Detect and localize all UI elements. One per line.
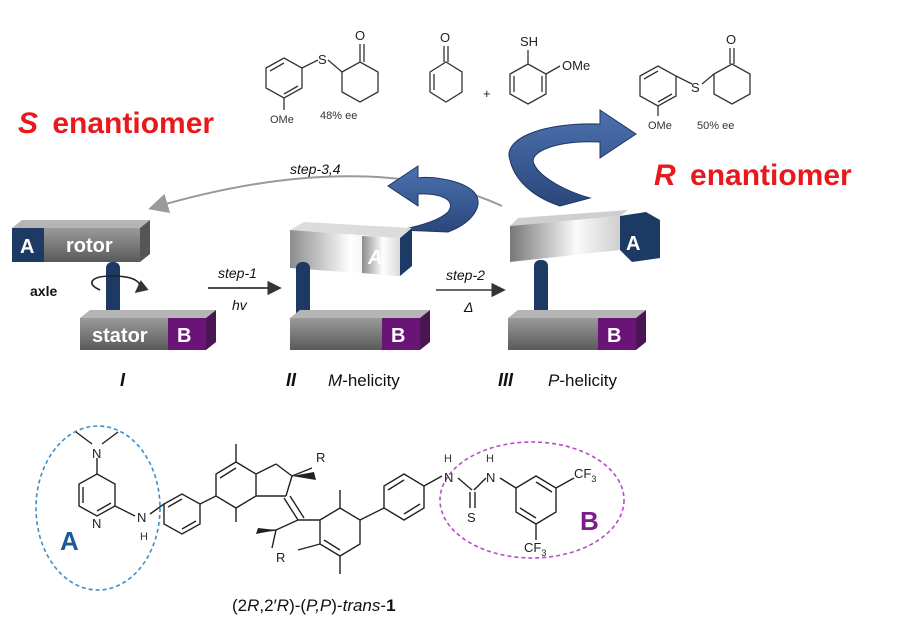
product-s-sulfur: S xyxy=(318,52,327,67)
motor-III-helicity: P-helicity xyxy=(548,371,617,390)
unit-b-label: B xyxy=(580,506,599,536)
unit-a-label: A xyxy=(60,526,79,556)
amine-hydrogen: H xyxy=(140,531,148,543)
r-group-bottom: R xyxy=(276,550,285,565)
motor-II-helicity: M-helicity xyxy=(328,371,400,390)
wedge-bond-top xyxy=(292,472,316,480)
r-enantiomer-title: R enantiomer xyxy=(654,159,852,192)
motor-III: A B III P-helicity xyxy=(498,210,660,390)
cyclohexenone-structure xyxy=(429,46,463,103)
cyclohexenone-oxygen: O xyxy=(440,30,450,45)
step-3-4-label: step-3,4 xyxy=(290,161,341,177)
unit-b-highlight xyxy=(439,441,625,559)
rotor-a-block xyxy=(12,228,44,262)
motor-III-label-b: B xyxy=(607,325,621,347)
motor-I-label-b: B xyxy=(177,325,191,347)
axle-label: axle xyxy=(30,283,57,299)
product-s-structure xyxy=(265,44,379,110)
axle-rotation-icon xyxy=(91,275,149,294)
motor-I-label-a: A xyxy=(20,236,34,258)
stator-b-block xyxy=(168,318,206,350)
motor-II-axle xyxy=(296,262,310,320)
step-1-label: step-1 xyxy=(218,265,257,281)
product-r-structure xyxy=(639,48,751,116)
product-r-ome: OMe xyxy=(648,120,672,132)
product-r-oxygen: O xyxy=(726,32,736,47)
motor-II-number: II xyxy=(286,370,297,390)
amine-nitrogen: N xyxy=(137,510,146,525)
nme2-nitrogen: N xyxy=(92,446,101,461)
r-group-top: R xyxy=(316,450,325,465)
stator-label: stator xyxy=(92,325,148,347)
thiourea-n1: N xyxy=(444,470,453,485)
thiourea-n2: N xyxy=(486,470,495,485)
rotor-label: rotor xyxy=(66,235,113,257)
motor-III-number: III xyxy=(498,370,514,390)
thiophenol-ome: OMe xyxy=(562,58,590,73)
motor-III-axle xyxy=(534,260,548,320)
product-r-sulfur: S xyxy=(691,80,700,95)
wedge-bond-bottom xyxy=(256,528,276,534)
motor-I-axle xyxy=(106,262,120,318)
thiourea-sulfur: S xyxy=(467,510,476,525)
s-enantiomer-title: S enantiomer xyxy=(18,107,214,140)
step-2-label: step-2 xyxy=(446,267,485,283)
motor-III-rotor xyxy=(510,216,620,262)
cf3-bottom: CF3 xyxy=(524,540,546,558)
product-r-ee: 50% ee xyxy=(697,120,734,132)
step-1-condition: hv xyxy=(232,297,248,313)
motor-II-b-block xyxy=(382,318,420,350)
unit-a-highlight xyxy=(35,425,161,591)
motor-I-number: I xyxy=(120,370,126,390)
thiourea-h1: H xyxy=(444,453,452,465)
motor-II-label-a: A xyxy=(367,247,382,269)
motor-II: A B II M-helicity xyxy=(286,222,430,390)
thiourea-h2: H xyxy=(486,453,494,465)
motor-II-label-b: B xyxy=(391,325,405,347)
motor-III-b-block xyxy=(598,318,636,350)
thiophenol-sh: SH xyxy=(520,34,538,49)
molecule-skeleton xyxy=(75,431,575,574)
motor-III-label-a: A xyxy=(626,233,640,255)
thiophenol-structure xyxy=(509,50,561,105)
pyridine-nitrogen: N xyxy=(92,516,101,531)
reactants-plus: + xyxy=(483,86,491,101)
product-s-ee: 48% ee xyxy=(320,110,357,122)
clockwise-rotation-arrow xyxy=(508,109,637,207)
product-s-ome: OMe xyxy=(270,114,294,126)
molecule-caption: (2R,2′R)-(P,P)-trans-1 xyxy=(232,596,396,615)
cf3-top: CF3 xyxy=(574,466,596,484)
step-2-condition: Δ xyxy=(463,299,473,315)
counterclockwise-rotation-arrow xyxy=(387,165,479,233)
product-s-oxygen: O xyxy=(355,28,365,43)
motor-I: A rotor axle B stator I xyxy=(12,220,216,390)
